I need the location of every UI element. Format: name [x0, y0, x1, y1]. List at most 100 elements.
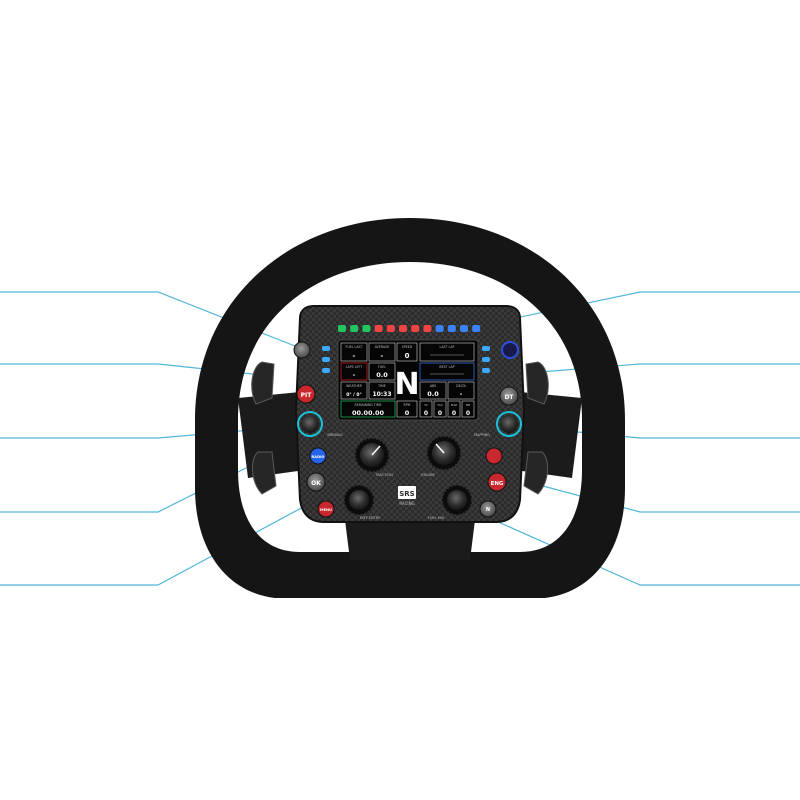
- side-led: [482, 357, 490, 362]
- knob-bottom-right[interactable]: FUEL MIX: [428, 484, 473, 520]
- cell-value: -: [460, 390, 463, 398]
- menu-button[interactable]: MENU: [317, 500, 335, 518]
- cell-fuel-last: FUEL LAST -: [340, 342, 368, 362]
- top-left-button[interactable]: [293, 341, 311, 359]
- cell-delta: DELTA -: [447, 381, 475, 400]
- cell-value: 0: [452, 410, 456, 417]
- cell-time: TIME 10:33: [368, 381, 396, 400]
- rpm-led: [362, 325, 371, 332]
- cell-speed: SPEED 0: [396, 342, 418, 362]
- side-led: [322, 368, 330, 373]
- paddle-right-lower[interactable]: [523, 451, 548, 495]
- shift-paddles: [251, 361, 549, 495]
- dash-display: FUEL LAST - AVERAGE - SPEED 0 LAST LAP L…: [337, 339, 479, 421]
- side-leds-right: [482, 346, 490, 373]
- cell-value: 0: [438, 410, 442, 417]
- rpm-led: [435, 325, 444, 332]
- rpm-led: [399, 325, 407, 332]
- ok-button-label: OK: [311, 480, 321, 487]
- spoke-right: [515, 392, 582, 478]
- cell-value: -: [353, 352, 356, 360]
- cell-value: 00.00.00: [352, 409, 385, 417]
- cell-map: MAP 0: [447, 400, 461, 418]
- rpm-led: [460, 325, 468, 332]
- cell-label: MAP: [451, 403, 458, 407]
- callout-line-right-4: [527, 481, 800, 513]
- rpm-led: [338, 325, 346, 332]
- knob-bottom-left[interactable]: DIFF ENTRY: [343, 484, 381, 520]
- side-led: [322, 346, 330, 351]
- cell-value: 0° / 0°: [346, 392, 362, 398]
- rpm-led-strip: [338, 325, 481, 332]
- ok-button[interactable]: OK: [306, 472, 326, 492]
- callout-lines: [0, 291, 800, 586]
- cell-label: TC2: [436, 403, 443, 407]
- cell-last-lap: LAST LAP: [419, 342, 475, 362]
- cell-label: LAPS LEFT: [346, 365, 363, 369]
- knob-label: FUEL MIX: [428, 516, 445, 520]
- paddle-right-upper[interactable]: [525, 361, 549, 405]
- cell-label: BB: [466, 403, 470, 407]
- radio-button[interactable]: RADIO: [309, 447, 327, 465]
- cell-label: WEATHER: [346, 384, 362, 388]
- rpm-led: [472, 325, 481, 332]
- cell-value: -: [353, 371, 356, 379]
- side-leds-left: [322, 346, 330, 373]
- eng-button-label: ENG: [491, 481, 504, 487]
- top-right-button[interactable]: [501, 341, 519, 359]
- brand-logo: SRS RACING: [398, 486, 416, 506]
- cell-value: 0: [424, 410, 428, 417]
- cell-label: DELTA: [456, 384, 467, 388]
- rpm-led: [411, 325, 420, 332]
- knob-right-small[interactable]: MAPPING: [474, 411, 522, 437]
- cell-best-lap: BEST LAP: [419, 362, 475, 381]
- pit-button[interactable]: PIT: [296, 384, 316, 404]
- neutral-button-label: N: [486, 507, 490, 513]
- cell-value: 0: [405, 352, 410, 360]
- callout-line-left-5: [0, 469, 373, 586]
- callout-line-right-2: [539, 363, 800, 373]
- knob-left-small[interactable]: BRKBIAS: [297, 411, 343, 437]
- cell-label: BEST LAP: [439, 365, 454, 369]
- knob-label: MAPPING: [474, 433, 490, 437]
- cell-value: 0: [405, 409, 410, 417]
- knob-left-big[interactable]: TRACTION: [354, 437, 393, 477]
- cell-value: 0.0: [376, 371, 388, 379]
- knob-label: BRKBIAS: [327, 433, 343, 437]
- cell-value: 0.0: [427, 390, 439, 398]
- cell-value: -: [381, 352, 384, 360]
- side-led: [482, 368, 490, 373]
- cell-average: AVERAGE -: [368, 342, 396, 362]
- neutral-button[interactable]: N: [479, 500, 497, 518]
- gear-indicator: N: [394, 367, 419, 402]
- rpm-led: [386, 325, 395, 332]
- red-button-right[interactable]: [485, 447, 503, 465]
- cell-label: TIME: [377, 384, 386, 388]
- cell-rpm: RPM 0: [396, 400, 418, 418]
- cell-label: RPM: [404, 403, 411, 407]
- paddle-left-upper[interactable]: [251, 361, 275, 405]
- brand-logo-mark: SRS: [399, 490, 414, 498]
- cell-value: 0: [466, 410, 470, 417]
- callout-line-right-5: [459, 504, 800, 586]
- pit-button-label: PIT: [301, 392, 313, 399]
- paddle-left-lower[interactable]: [252, 451, 277, 495]
- dt-button[interactable]: DT: [499, 386, 519, 406]
- cell-label: ABS: [430, 384, 436, 388]
- rpm-led: [350, 325, 359, 332]
- cell-label: AVERAGE: [375, 345, 390, 349]
- menu-button-label: MENU: [320, 508, 332, 512]
- rpm-led: [447, 325, 456, 332]
- eng-button[interactable]: ENG: [487, 472, 507, 492]
- knob-right-big[interactable]: ENGINE: [421, 435, 462, 477]
- side-led: [322, 357, 330, 362]
- cell-label: FUEL LAST: [346, 345, 363, 349]
- knob-label: ENGINE: [421, 473, 434, 477]
- cell-tc2: TC2 0: [433, 400, 447, 418]
- cell-label: FUEL: [378, 365, 386, 369]
- dt-button-label: DT: [504, 394, 514, 401]
- rpm-led: [423, 325, 432, 332]
- cell-fuel: FUEL 0.0: [368, 362, 396, 381]
- spoke-bottom: [345, 520, 475, 560]
